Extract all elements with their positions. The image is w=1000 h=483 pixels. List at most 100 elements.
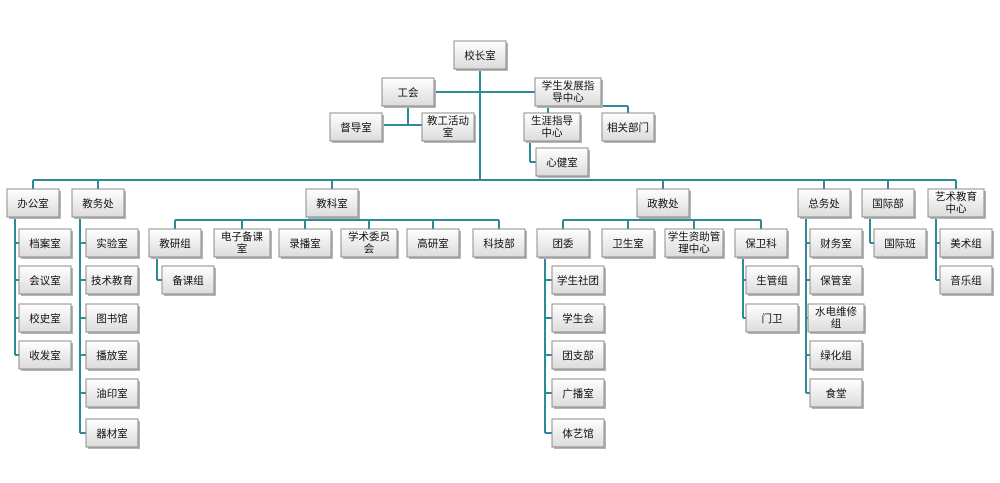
node-label: 督导室: [340, 121, 372, 134]
node-box: [927, 188, 985, 218]
node-label: 门卫: [762, 312, 783, 325]
node-box: [406, 228, 460, 258]
node-box: [421, 112, 475, 142]
node-lab: 实验室: [85, 228, 140, 259]
node-teach-group: 教研组: [148, 228, 203, 259]
node-label: 学术委员: [348, 230, 390, 243]
node-fine-arts: 美术组: [939, 228, 994, 259]
node-gaoyan: 高研室: [406, 228, 461, 259]
node-research: 教科室: [305, 188, 360, 219]
node-clubs: 学生社团: [551, 265, 606, 296]
node-label: 水电维修: [815, 305, 857, 318]
node-intl-class: 国际班: [873, 228, 928, 259]
node-box: [523, 112, 581, 142]
org-boxes: 校长室工会督导室教工活动室学生发展指导中心生涯指导中心相关部门心健室办公室档案室…: [6, 40, 994, 449]
node-label: 电子备课: [221, 230, 263, 243]
node-label: 理中心: [678, 242, 710, 255]
node-related: 相关部门: [601, 112, 656, 143]
node-sci-tech: 科技部: [472, 228, 527, 259]
node-label: 图书馆: [96, 312, 128, 325]
node-box: [381, 77, 435, 107]
node-label: 办公室: [17, 197, 49, 210]
node-label: 生管组: [756, 274, 788, 287]
node-label: 广播室: [562, 387, 594, 400]
node-tech-edu: 技术教育: [85, 265, 140, 296]
node-box: [213, 228, 271, 258]
node-box: [551, 340, 605, 370]
node-box: [734, 228, 788, 258]
node-box: [861, 188, 915, 218]
node-label: 组: [831, 317, 842, 330]
node-label: 国际部: [872, 197, 904, 210]
node-academic: 教务处: [71, 188, 126, 219]
node-label: 播放室: [96, 349, 128, 362]
node-box: [85, 378, 139, 408]
node-supervision: 督导室: [329, 112, 384, 143]
node-label: 音乐组: [950, 274, 982, 287]
node-box: [809, 378, 863, 408]
node-clinic: 卫生室: [601, 228, 656, 259]
node-label: 校长室: [464, 49, 496, 62]
node-gate: 门卫: [745, 303, 800, 334]
node-box: [745, 303, 799, 333]
node-equipment: 器材室: [85, 418, 140, 449]
node-print: 油印室: [85, 378, 140, 409]
node-music: 音乐组: [939, 265, 994, 296]
node-box: [551, 418, 605, 448]
node-box: [6, 188, 60, 218]
node-box: [745, 265, 799, 295]
node-label: 校史室: [29, 312, 61, 325]
node-box: [536, 228, 590, 258]
node-box: [809, 340, 863, 370]
node-box: [85, 418, 139, 448]
node-box: [329, 112, 383, 142]
node-label: 教研组: [159, 237, 191, 250]
node-label: 美术组: [950, 237, 982, 250]
node-label: 相关部门: [607, 121, 649, 134]
node-box: [85, 303, 139, 333]
node-label: 科技部: [483, 237, 515, 250]
node-label: 导中心: [552, 91, 584, 104]
node-label: 工会: [398, 86, 419, 99]
node-box: [551, 303, 605, 333]
node-box: [664, 228, 724, 258]
node-box: [18, 228, 72, 258]
node-intl: 国际部: [861, 188, 916, 219]
node-recording: 录播室: [278, 228, 333, 259]
node-label: 学生会: [562, 312, 594, 325]
node-label: 录播室: [289, 237, 321, 250]
node-dorm-mgmt: 生管组: [745, 265, 800, 296]
node-box: [161, 265, 215, 295]
node-label: 教务处: [82, 197, 114, 210]
node-label: 中心: [542, 126, 563, 139]
node-label: 心健室: [546, 156, 578, 169]
node-box: [18, 303, 72, 333]
node-union: 工会: [381, 77, 436, 108]
node-label: 中心: [946, 202, 967, 215]
node-office: 办公室: [6, 188, 61, 219]
node-label: 体艺馆: [562, 427, 594, 440]
node-lesson-group: 备课组: [161, 265, 216, 296]
node-youth-league: 团委: [536, 228, 591, 259]
node-label: 高研室: [417, 237, 449, 250]
node-label: 政教处: [647, 197, 679, 210]
node-label: 国际班: [884, 238, 916, 250]
node-box: [18, 340, 72, 370]
node-label: 保管室: [820, 274, 852, 287]
node-label: 食堂: [826, 387, 847, 400]
node-box: [939, 265, 993, 295]
node-political: 政教处: [636, 188, 691, 219]
node-box: [797, 188, 851, 218]
node-student-union: 学生会: [551, 303, 606, 334]
node-box: [939, 228, 993, 258]
node-mailroom: 收发室: [18, 340, 73, 371]
node-root: 校长室: [453, 40, 508, 71]
node-label: 技术教育: [91, 274, 133, 287]
